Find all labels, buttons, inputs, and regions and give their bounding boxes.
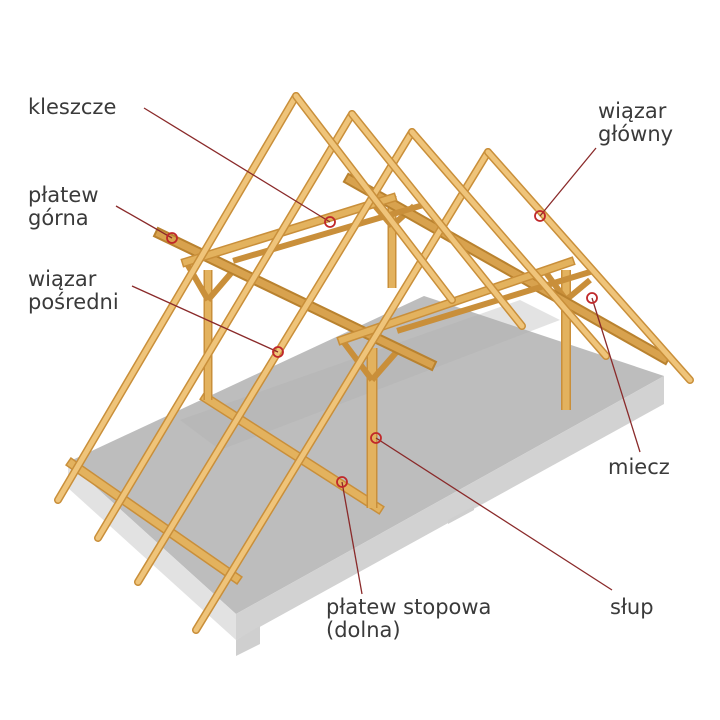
label-wiazar-glowny: wiązar główny (598, 100, 673, 146)
slab-support-wall-mid (448, 506, 474, 524)
label-slup-text: słup (610, 595, 654, 619)
marker-wiazar-glowny (534, 210, 546, 222)
label-kleszcze: kleszcze (28, 96, 116, 119)
marker-wiazar-posredni (272, 346, 284, 358)
label-kleszcze-text: kleszcze (28, 95, 117, 119)
slab-front-face (68, 462, 236, 640)
marker-kleszcze (324, 216, 336, 228)
marker-slup (370, 432, 382, 444)
label-miecz: miecz (608, 456, 670, 479)
label-platew-stopowa-line1: płatew stopowa (326, 595, 492, 619)
slab-support-wall-left (236, 626, 260, 656)
leader-wiazar-posredni (131, 285, 279, 353)
slup-posts (203, 196, 571, 508)
leader-miecz (591, 297, 641, 453)
slab-top-surface (68, 296, 664, 614)
label-slup: słup (610, 596, 654, 619)
slab-right-face (236, 376, 664, 640)
label-platew-stopowa-line2: (dolna) (326, 618, 401, 642)
leader-platew-stopowa (341, 481, 363, 595)
leader-slup (375, 437, 613, 591)
leader-kleszcze (143, 107, 331, 223)
label-platew-gorna-line1: płatew (28, 183, 99, 207)
label-platew-gorna-line2: górna (28, 206, 89, 230)
marker-platew-gorna (166, 232, 178, 244)
label-wiazar-glowny-line1: wiązar (598, 99, 667, 123)
label-platew-gorna: płatew górna (28, 184, 99, 230)
marker-platew-stopowa (336, 476, 348, 488)
leader-wiazar-glowny (539, 147, 597, 217)
leader-lines (115, 107, 641, 595)
label-miecz-text: miecz (608, 455, 670, 479)
markers (166, 210, 598, 488)
label-platew-stopowa: płatew stopowa (dolna) (326, 596, 491, 642)
marker-miecz (586, 292, 598, 304)
rafters (54, 92, 694, 634)
label-wiazar-posredni-line2: pośredni (28, 290, 119, 314)
leader-platew-gorna (115, 205, 173, 239)
label-wiazar-glowny-line2: główny (598, 122, 674, 146)
label-wiazar-posredni-line1: wiązar (28, 267, 97, 291)
label-wiazar-posredni: wiązar pośredni (28, 268, 119, 314)
